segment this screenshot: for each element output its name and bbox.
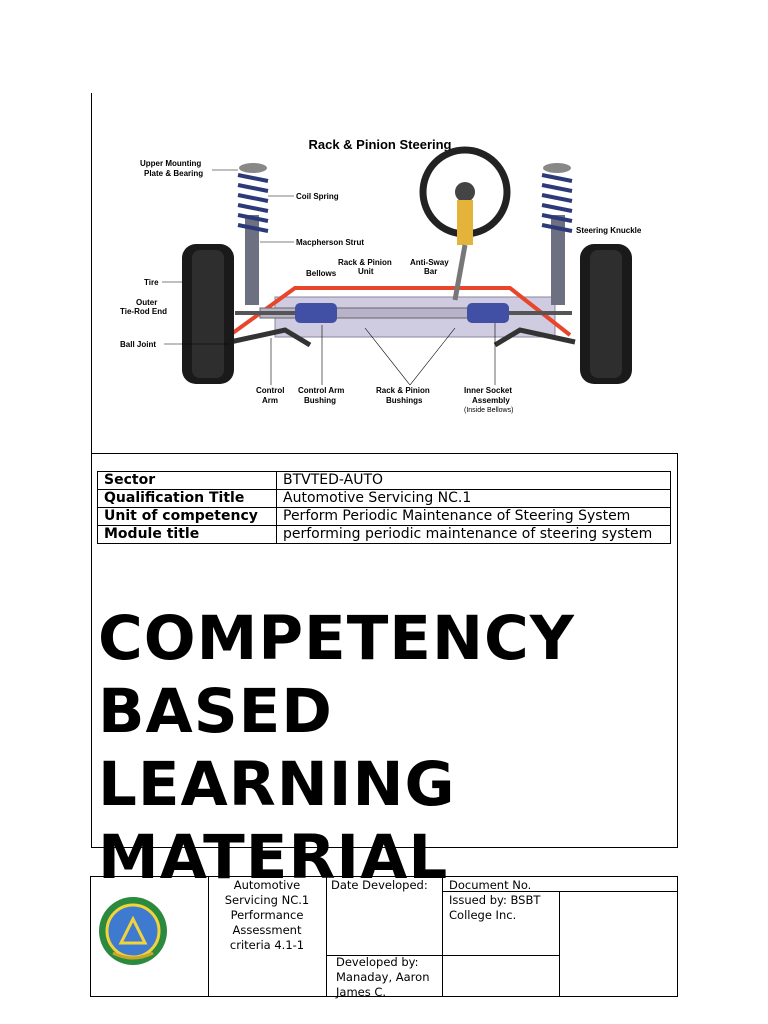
label-steering-knuckle: Steering Knuckle [576, 226, 642, 235]
svg-text:Control: Control [256, 386, 284, 395]
label-macpherson: Macpherson Strut [260, 238, 364, 247]
footer-table: Automotive Servicing NC.1 Performance As… [90, 876, 678, 999]
coil-spring-right [541, 173, 573, 233]
qualification-value: Automotive Servicing NC.1 [276, 489, 671, 508]
label-control-arm-bushing: Control Arm Bushing [298, 325, 344, 405]
svg-text:Anti-Sway: Anti-Sway [410, 258, 449, 267]
label-outer-tie-rod: Outer Tie-Rod End [120, 298, 167, 316]
college-logo [97, 895, 169, 967]
tire-tread-left [192, 250, 224, 378]
svg-text:Macpherson Strut: Macpherson Strut [296, 238, 364, 247]
svg-text:Arm: Arm [262, 396, 278, 405]
module-label: Module title [97, 525, 277, 544]
tire-tread-right [590, 250, 622, 378]
steering-column [457, 200, 473, 245]
control-arm-left [229, 327, 312, 348]
svg-text:Bushings: Bushings [386, 396, 423, 405]
label-rp-unit: Rack & Pinion Unit [338, 258, 392, 276]
document-title: COMPETENCY BASED LEARNING MATERIAL [98, 602, 658, 894]
label-rp-bushings: Rack & Pinion Bushings [364, 327, 456, 405]
svg-text:(Inside Bellows): (Inside Bellows) [464, 407, 513, 414]
svg-text:Tie-Rod End: Tie-Rod End [120, 307, 167, 316]
label-tire: Tire [144, 278, 182, 287]
page-frame-left [91, 93, 92, 453]
info-table: Sector BTVTED-AUTO Qualification Title A… [97, 471, 671, 544]
label-coil-spring: Coil Spring [268, 192, 339, 201]
label-inner-socket: Inner Socket Assembly (Inside Bellows) [464, 323, 513, 414]
label-anti-sway: Anti-Sway Bar [410, 258, 449, 276]
date-developed-label: Date Developed: [331, 878, 428, 892]
footer-divider [208, 877, 209, 996]
svg-text:Coil Spring: Coil Spring [296, 192, 339, 201]
svg-text:Rack & Pinion: Rack & Pinion [376, 386, 430, 395]
steering-diagram: Rack & Pinion Steering Upper Mounting Pl… [110, 130, 655, 420]
unit-value: Perform Periodic Maintenance of Steering… [276, 507, 671, 526]
upper-mount-left [239, 163, 267, 173]
svg-text:Assembly: Assembly [472, 396, 510, 405]
bellows-left [295, 303, 337, 323]
table-row: Unit of competency Perform Periodic Main… [97, 507, 671, 526]
footer-divider [326, 955, 559, 956]
unit-label: Unit of competency [97, 507, 277, 526]
strut-right [551, 215, 565, 305]
steering-hub [455, 182, 475, 202]
svg-text:Plate & Bearing: Plate & Bearing [144, 169, 203, 178]
module-info: Automotive Servicing NC.1 Performance As… [224, 878, 310, 952]
label-control-arm: Control Arm [256, 338, 284, 405]
svg-text:Control Arm: Control Arm [298, 386, 344, 395]
title-line: BASED [98, 676, 333, 747]
footer-divider [559, 891, 560, 996]
table-row: Module title performing periodic mainten… [97, 525, 671, 544]
svg-text:Steering Knuckle: Steering Knuckle [576, 226, 642, 235]
qualification-label: Qualification Title [97, 489, 277, 508]
footer-divider [442, 891, 677, 892]
svg-text:Unit: Unit [358, 267, 374, 276]
label-ball-joint: Ball Joint [120, 340, 230, 349]
page-frame [91, 453, 678, 848]
rack-pinion-illustration: Rack & Pinion Steering Upper Mounting Pl… [120, 137, 642, 414]
label-upper-mount: Upper Mounting Plate & Bearing [140, 159, 238, 178]
bellows-right [467, 303, 509, 323]
sector-value: BTVTED-AUTO [276, 471, 671, 490]
module-value: performing periodic maintenance of steer… [276, 525, 671, 544]
steering-shaft [452, 244, 468, 301]
svg-text:Upper Mounting: Upper Mounting [140, 159, 201, 168]
label-bellows: Bellows [306, 269, 337, 278]
upper-mount-right [543, 163, 571, 173]
table-row: Qualification Title Automotive Servicing… [97, 489, 671, 508]
svg-text:Rack & Pinion: Rack & Pinion [338, 258, 392, 267]
title-line: COMPETENCY [98, 603, 575, 674]
strut-left [245, 215, 259, 305]
title-line: LEARNING [98, 749, 456, 820]
svg-text:Inner Socket: Inner Socket [464, 386, 512, 395]
title-line: MATERIAL [98, 822, 449, 893]
developed-by: Developed by: Manaday, Aaron James C. [336, 955, 430, 999]
svg-text:Ball Joint: Ball Joint [120, 340, 156, 349]
svg-text:Bar: Bar [424, 267, 437, 276]
footer-divider [326, 877, 327, 996]
document-no-label: Document No. [449, 878, 532, 892]
issued-by: Issued by: BSBT College Inc. [449, 893, 541, 922]
svg-text:Bellows: Bellows [306, 269, 337, 278]
sector-label: Sector [97, 471, 277, 490]
svg-text:Bushing: Bushing [304, 396, 336, 405]
diagram-title: Rack & Pinion Steering [308, 137, 451, 152]
svg-text:Outer: Outer [136, 298, 157, 307]
control-arm-right [493, 327, 576, 348]
coil-spring-left [237, 173, 269, 233]
footer-divider [442, 877, 443, 996]
svg-text:Tire: Tire [144, 278, 159, 287]
table-row: Sector BTVTED-AUTO [97, 471, 671, 490]
